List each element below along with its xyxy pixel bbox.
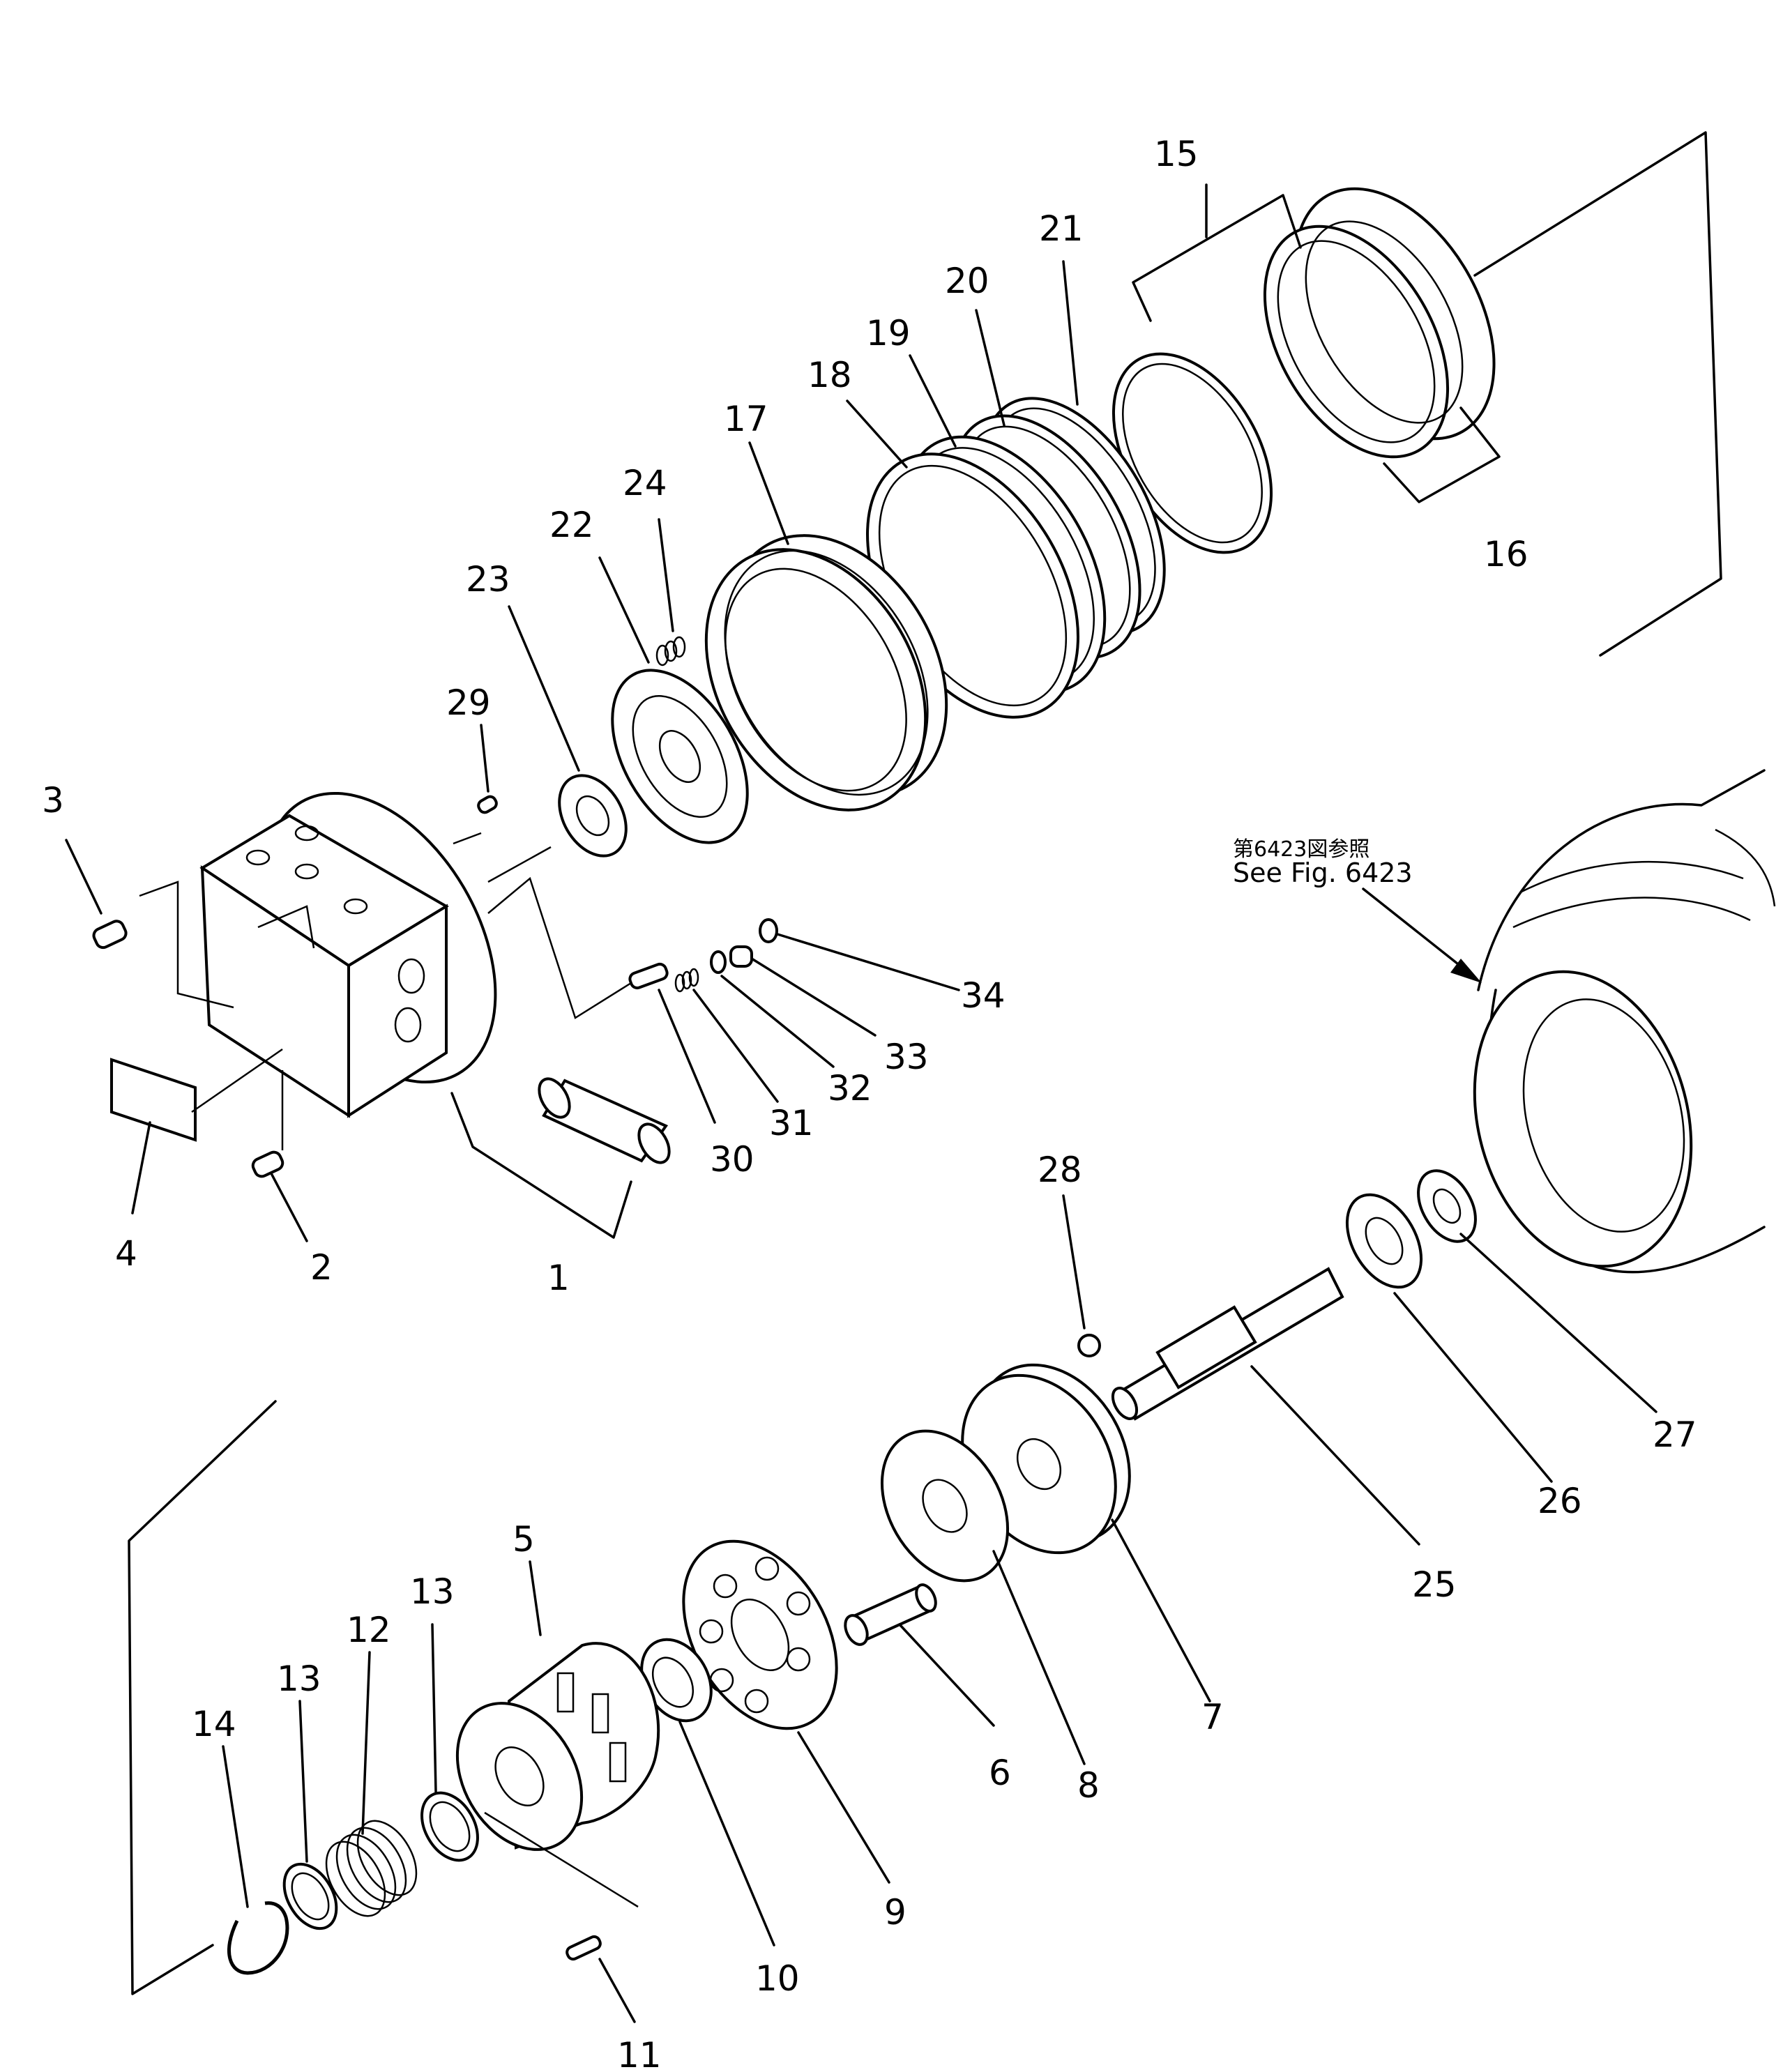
motor-case-1 — [199, 791, 497, 1118]
label-14: 14 — [192, 1704, 236, 1744]
bearing-23 — [558, 774, 628, 858]
label-24: 24 — [623, 463, 667, 503]
snap-ring-14 — [227, 1901, 289, 1975]
label-17: 17 — [724, 399, 768, 439]
spring-12 — [325, 1820, 418, 1917]
top-right-frame — [1473, 131, 1722, 657]
brake-plate-16 — [1263, 187, 1496, 459]
snap-ring-34 — [759, 918, 778, 943]
label-20: 20 — [945, 261, 989, 301]
label-12: 12 — [347, 1610, 391, 1650]
reference-jp: 第6423図参照 — [1233, 837, 1370, 862]
label-33: 33 — [884, 1037, 929, 1077]
label-2: 2 — [310, 1247, 333, 1288]
brake-piston-17 — [704, 534, 948, 812]
reference-en: See Fig. 6423 — [1233, 858, 1413, 888]
label-34: 34 — [961, 975, 1006, 1016]
valve-plate-22 — [611, 669, 749, 844]
label-4: 4 — [115, 1233, 137, 1274]
label-6: 6 — [989, 1753, 1011, 1793]
shaft-25 — [1111, 1267, 1344, 1421]
pin-11 — [566, 1935, 602, 1961]
label-30: 30 — [710, 1139, 754, 1180]
plug-2 — [251, 1150, 284, 1178]
cylinder-block-5 — [455, 1642, 660, 1851]
label-8: 8 — [1077, 1765, 1100, 1806]
label-5: 5 — [513, 1519, 535, 1560]
label-22: 22 — [549, 505, 594, 545]
plate-4 — [110, 1058, 197, 1142]
leader-lines — [65, 183, 1657, 2023]
label-16: 16 — [1484, 534, 1528, 574]
label-21: 21 — [1039, 208, 1084, 249]
plug-3 — [92, 920, 128, 950]
ball-28 — [1077, 1334, 1101, 1357]
label-29: 29 — [446, 683, 491, 723]
label-10: 10 — [755, 1958, 800, 1999]
label-3: 3 — [42, 780, 64, 821]
label-9: 9 — [884, 1892, 906, 1933]
springs-24 — [655, 636, 686, 666]
retainer-plate-9 — [682, 1539, 838, 1730]
label-26: 26 — [1538, 1481, 1582, 1521]
label-13a: 13 — [277, 1659, 321, 1699]
label-25: 25 — [1412, 1564, 1457, 1605]
bearing-26 — [1345, 1193, 1423, 1289]
label-31: 31 — [769, 1103, 814, 1143]
ball-guide-6 — [844, 1583, 937, 1646]
ring-32 — [710, 950, 727, 974]
pin-29 — [477, 795, 498, 814]
collar-33 — [729, 945, 753, 968]
spring-31 — [674, 968, 699, 993]
label-15: 15 — [1154, 134, 1199, 174]
label-13b: 13 — [410, 1571, 455, 1612]
label-23: 23 — [466, 559, 510, 600]
thrust-plate-8 — [880, 1429, 1010, 1583]
label-19: 19 — [866, 313, 911, 353]
label-27: 27 — [1653, 1415, 1697, 1455]
brake-plate-15 — [1111, 352, 1273, 554]
label-18: 18 — [807, 355, 852, 395]
drum-housing — [1473, 769, 1776, 1274]
spool — [538, 1077, 671, 1164]
label-11: 11 — [617, 2035, 662, 2072]
label-7: 7 — [1201, 1697, 1224, 1737]
lower-left-frame — [128, 1400, 277, 1995]
part-labels: 1 2 3 4 5 6 7 8 9 10 11 12 13 13 14 15 1… — [42, 134, 1697, 2072]
label-32: 32 — [828, 1068, 872, 1109]
label-1: 1 — [547, 1258, 570, 1298]
label-28: 28 — [1038, 1150, 1082, 1190]
spring-seat-13b — [420, 1791, 479, 1862]
spring-seat-13a — [282, 1862, 338, 1930]
pin-30 — [628, 962, 669, 990]
